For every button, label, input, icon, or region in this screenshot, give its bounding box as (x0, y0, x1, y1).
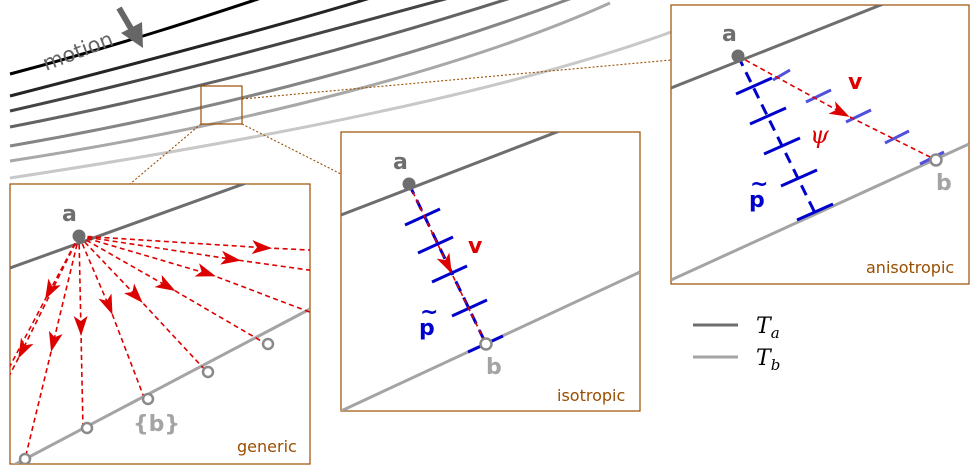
wavefront-line (9, 23, 691, 180)
legend: Ta Tb (693, 314, 780, 374)
front-a-line (10, 184, 248, 270)
panel-generic: a {b} generic (9, 183, 311, 465)
vector-v-label: v (848, 70, 863, 95)
ray (24, 235, 80, 460)
point-b-dot (479, 337, 493, 351)
legend-item-tb: Tb (693, 346, 780, 374)
ray (78, 235, 208, 373)
zoom-connector-lines (129, 59, 672, 185)
candidate-b-points (18, 337, 275, 464)
zoom-region-box (200, 85, 243, 125)
wavefront-line (9, 1, 611, 163)
point-a-dot (72, 229, 86, 243)
wavefront-line (9, 0, 260, 76)
point-b-dot (929, 153, 943, 167)
ray-velocity-v (737, 55, 937, 161)
ray (78, 235, 310, 255)
vector-v-label: v (468, 234, 483, 259)
wavefront-line (9, 0, 510, 129)
point-a-label: a (722, 22, 737, 47)
point-b-label: b (936, 171, 952, 196)
ray (78, 235, 146, 401)
candidate-point (18, 452, 32, 464)
point-a-dot (402, 177, 416, 191)
candidate-point (80, 421, 94, 435)
front-a-line (341, 132, 561, 217)
point-a-dot (731, 49, 745, 63)
wavefront-line (9, 0, 448, 113)
wavefront-lines (9, 0, 691, 180)
candidate-point (141, 392, 155, 406)
point-b-label: b (486, 355, 502, 380)
motion-arrow-icon (116, 6, 143, 48)
front-b-line (671, 142, 969, 282)
vector-p-tilde: ~ (750, 172, 768, 197)
panel-title: generic (237, 437, 297, 456)
panel-frame (9, 183, 311, 465)
vector-p-label: p (419, 316, 435, 341)
angle-psi-label: ψ (810, 121, 830, 149)
legend-label: Tb (756, 346, 780, 374)
motion-label: motion (39, 27, 116, 76)
panel-anisotropic: a b v ψ ~ p anisotropic (670, 4, 970, 285)
front-b-line (12, 307, 310, 464)
ray (73, 235, 88, 430)
candidate-point (201, 365, 215, 379)
candidate-point (261, 337, 275, 351)
candidate-rays (10, 235, 310, 460)
wavefront-line (9, 0, 571, 148)
slowness-vector-p (735, 55, 834, 222)
ray (10, 235, 80, 368)
vector-p-tilde: ~ (420, 300, 438, 325)
panel-frame (340, 131, 641, 412)
v-normal-ticks (772, 68, 945, 166)
panel-isotropic: a b v ~ p isotropic (340, 131, 641, 412)
point-a-label: a (393, 150, 408, 175)
front-a-line (671, 5, 885, 90)
point-a-label: a (62, 202, 77, 227)
wavefront-line (9, 0, 369, 98)
ray-velocity-v (408, 183, 487, 345)
ray (78, 235, 310, 314)
ray (10, 235, 80, 376)
panel-title: anisotropic (866, 258, 954, 277)
ray (78, 235, 269, 346)
set-b-label: {b} (133, 412, 180, 437)
panel-frame (670, 4, 970, 285)
legend-item-ta: Ta (693, 314, 780, 342)
panel-title: isotropic (557, 386, 625, 405)
legend-label: Ta (756, 314, 780, 342)
vector-p-label: p (749, 188, 765, 213)
ray (78, 235, 310, 272)
